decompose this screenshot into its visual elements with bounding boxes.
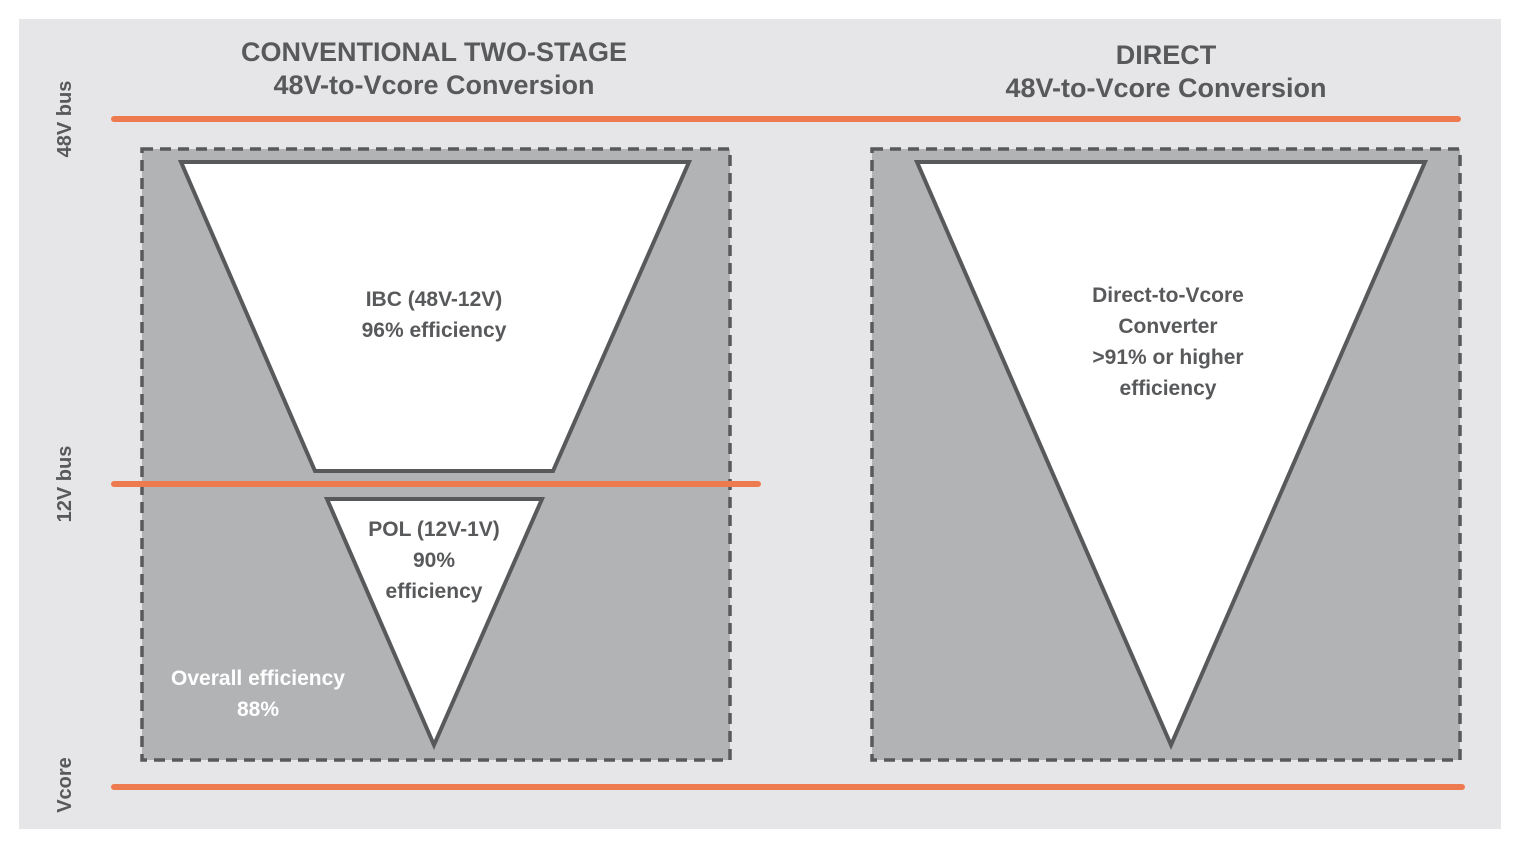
direct-converter-label-line2: Converter <box>1118 315 1217 338</box>
direct-converter-label-line1: Direct-to-Vcore <box>1092 284 1244 307</box>
overall-efficiency-label: Overall efficiency <box>171 667 345 690</box>
bus-label-48v: 48V bus <box>54 81 76 158</box>
direct-converter-efficiency-label: efficiency <box>1120 377 1217 400</box>
bus-label-vcore: Vcore <box>54 757 76 813</box>
overall-efficiency-value: 88% <box>237 698 279 721</box>
ibc-label: IBC (48V-12V) <box>366 288 503 311</box>
pol-stage-shape <box>323 497 546 750</box>
pol-label: POL (12V-1V) <box>368 518 500 541</box>
pol-efficiency-label: efficiency <box>386 580 483 603</box>
direct-title: DIRECT <box>1116 40 1217 70</box>
ibc-stage-shape <box>177 160 693 473</box>
direct-converter-efficiency: >91% or higher <box>1092 346 1243 369</box>
bus-label-12v: 12V bus <box>54 446 76 523</box>
pol-efficiency-value: 90% <box>413 549 455 572</box>
two-stage-title: CONVENTIONAL TWO-STAGE <box>241 37 627 67</box>
direct-subtitle: 48V-to-Vcore Conversion <box>1005 73 1326 103</box>
two-stage-subtitle: 48V-to-Vcore Conversion <box>273 70 594 100</box>
ibc-efficiency: 96% efficiency <box>362 319 507 342</box>
direct-converter-shape <box>913 160 1429 751</box>
